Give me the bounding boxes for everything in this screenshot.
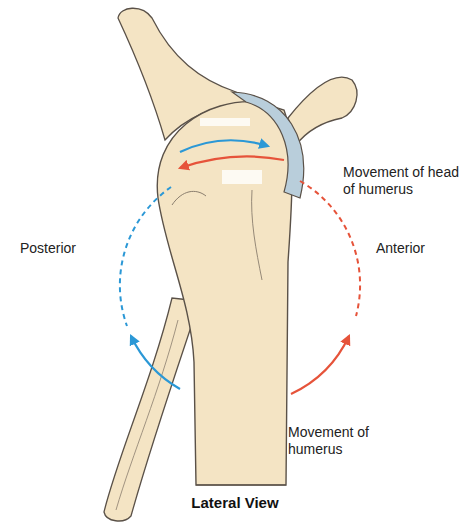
scapula-blade <box>104 298 194 521</box>
bone-highlight <box>222 170 262 184</box>
movement-label: Movement of head of humerus <box>343 164 461 198</box>
humerus-bottom <box>196 484 286 485</box>
tuberosity-line <box>172 191 206 205</box>
intertubercular-groove <box>252 190 262 280</box>
head-movement-arrow <box>180 156 284 168</box>
posterior-arrow <box>131 336 180 389</box>
direction-label: Anterior <box>376 240 456 257</box>
acromion <box>118 8 250 140</box>
coracoid-process <box>288 77 357 145</box>
anterior-arrow <box>291 336 349 394</box>
scapula-blade-edge <box>116 320 178 510</box>
posterior-path <box>120 187 171 326</box>
humerus <box>157 102 292 485</box>
anterior-path <box>300 181 360 316</box>
view-caption: Lateral View <box>135 494 335 511</box>
bone-highlight <box>200 118 250 126</box>
head-movement-arrow <box>180 140 268 152</box>
movement-label: Movement of humerus <box>288 424 388 458</box>
direction-label: Posterior <box>20 240 100 257</box>
